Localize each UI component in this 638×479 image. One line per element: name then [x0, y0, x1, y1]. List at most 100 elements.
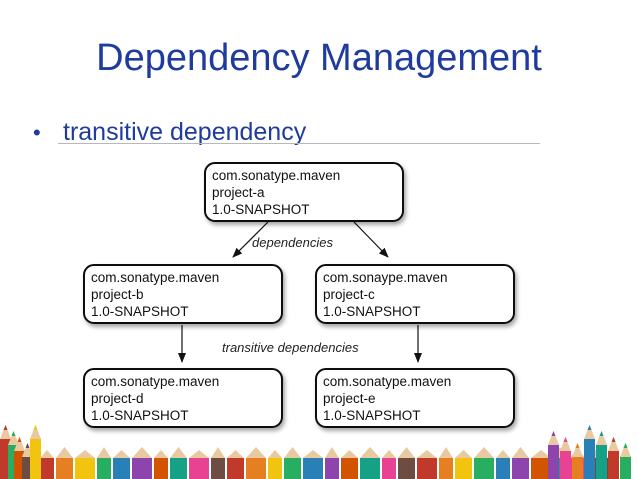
pencil-tip	[596, 431, 607, 445]
pencil-tip	[531, 450, 551, 458]
pencil-tip	[246, 447, 266, 458]
pencil-body	[341, 458, 358, 479]
pencil-body	[8, 445, 19, 479]
pencil-tip	[496, 450, 510, 458]
pencil-tip	[560, 437, 571, 451]
pencil-tip	[284, 447, 301, 458]
pencil-lead	[551, 431, 556, 436]
pencil-tip	[14, 437, 25, 451]
pencil-tip	[303, 450, 323, 458]
pencil-lead	[17, 437, 22, 442]
pencil-lead	[611, 437, 616, 442]
edge-a-c	[353, 221, 389, 258]
pencil-tip	[8, 431, 19, 445]
pencil-body	[189, 458, 209, 479]
node-project-e: com.sonatype.maven project-e 1.0-SNAPSHO…	[315, 368, 515, 428]
pencil-tip	[0, 425, 11, 439]
pencil-body	[325, 458, 339, 479]
pencil-body	[170, 458, 187, 479]
pencil-body	[132, 458, 152, 479]
pencil-body	[548, 445, 559, 479]
pencil-body	[560, 451, 571, 479]
pencil-body	[620, 457, 631, 479]
pencil-body	[22, 457, 33, 479]
pencil-tip	[40, 450, 54, 458]
pencil-body	[360, 458, 380, 479]
pencil-body	[417, 458, 437, 479]
pencil-lead	[575, 443, 580, 448]
pencil-body	[30, 439, 41, 479]
pencil-tip	[268, 450, 282, 458]
pencil-body	[284, 458, 301, 479]
pencil-tip	[170, 447, 187, 458]
pencil-tip	[608, 437, 619, 451]
pencil-body	[382, 458, 396, 479]
pencil-body	[512, 458, 529, 479]
pencil-body	[496, 458, 510, 479]
pencil-body	[246, 458, 266, 479]
pencil-body	[56, 458, 73, 479]
pencil-body	[227, 458, 244, 479]
pencil-tip	[417, 450, 437, 458]
edge-label-dependencies: dependencies	[252, 235, 333, 250]
pencil-body	[596, 445, 607, 479]
node-artifact: project-d	[91, 391, 144, 406]
pencil-tip	[382, 450, 396, 458]
pencil-tip	[132, 447, 152, 458]
pencil-body	[40, 458, 54, 479]
pencil-tip	[360, 447, 380, 458]
pencil-tip	[30, 425, 41, 439]
pencil-tip	[572, 443, 583, 457]
node-version: 1.0-SNAPSHOT	[91, 408, 189, 423]
pencil-body	[531, 458, 551, 479]
slide-title: Dependency Management	[96, 37, 542, 79]
pencil-tip	[439, 447, 453, 458]
pencil-lead	[599, 431, 604, 436]
divider	[58, 143, 540, 144]
node-version: 1.0-SNAPSHOT	[91, 304, 189, 319]
node-version: 1.0-SNAPSHOT	[323, 408, 421, 423]
node-version: 1.0-SNAPSHOT	[212, 202, 310, 217]
pencil-tip	[455, 450, 472, 458]
pencil-body	[97, 458, 111, 479]
node-group: com.sonaype.maven	[323, 270, 448, 285]
pencil-body	[0, 439, 11, 479]
node-artifact: project-b	[91, 287, 144, 302]
pencil-tip	[113, 450, 130, 458]
pencil-tip	[75, 450, 95, 458]
node-project-a: com.sonatype.maven project-a 1.0-SNAPSHO…	[204, 162, 404, 222]
pencil-body	[439, 458, 453, 479]
node-project-d: com.sonatype.maven project-d 1.0-SNAPSHO…	[83, 368, 283, 428]
bullet-item: •transitive dependency	[33, 118, 306, 147]
pencil-lead	[33, 425, 38, 430]
pencil-tip	[97, 447, 111, 458]
pencil-body	[398, 458, 415, 479]
pencil-tip	[548, 431, 559, 445]
pencil-tip	[512, 447, 529, 458]
pencil-tip	[56, 447, 73, 458]
node-artifact: project-a	[212, 185, 265, 200]
pencil-body	[608, 451, 619, 479]
pencil-tip	[227, 450, 244, 458]
pencil-lead	[563, 437, 568, 442]
node-group: com.sonatype.maven	[91, 374, 219, 389]
edge-a-b	[232, 221, 269, 258]
pencil-body	[14, 451, 25, 479]
node-group: com.sonatype.maven	[323, 374, 451, 389]
pencil-body	[584, 439, 595, 479]
node-version: 1.0-SNAPSHOT	[323, 304, 421, 319]
edge-label-transitive: transitive dependencies	[222, 340, 359, 355]
pencil-body	[75, 458, 95, 479]
pencil-lead	[11, 431, 16, 436]
pencil-body	[113, 458, 130, 479]
node-group: com.sonatype.maven	[91, 270, 219, 285]
pencil-tip	[341, 450, 358, 458]
node-group: com.sonatype.maven	[212, 168, 340, 183]
pencil-body	[154, 458, 168, 479]
pencil-tip	[398, 447, 415, 458]
pencil-body	[474, 458, 494, 479]
pencil-row	[0, 425, 631, 479]
pencil-body	[303, 458, 323, 479]
